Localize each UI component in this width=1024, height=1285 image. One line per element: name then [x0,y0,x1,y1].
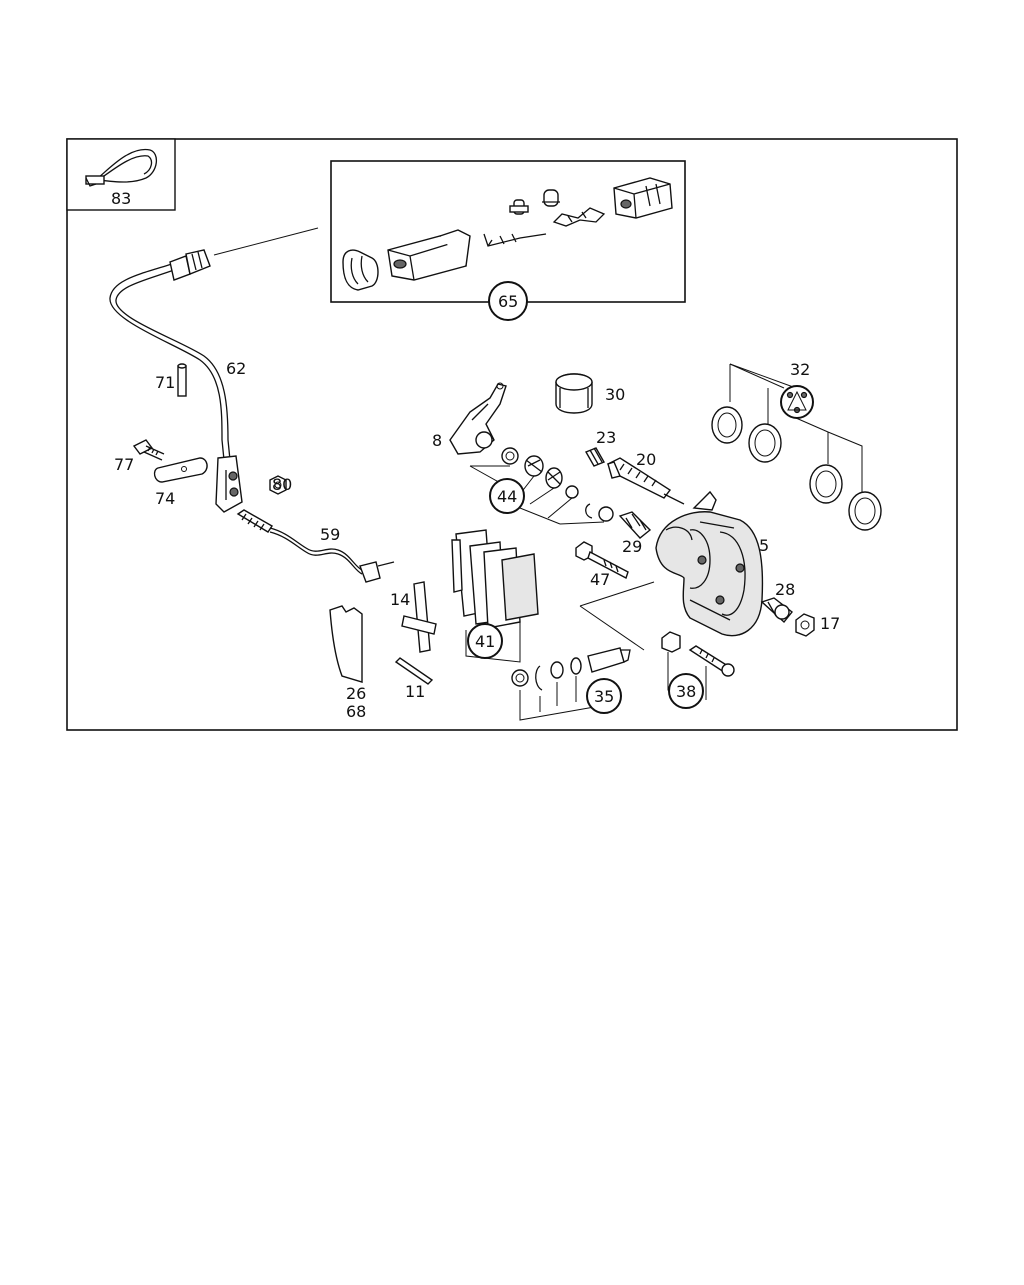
label-62: 62 [226,359,246,378]
guide-bolt-20 [606,457,685,505]
bolt-77 [132,439,165,461]
label-38: 38 [676,682,696,701]
label-8: 8 [432,431,442,450]
label-44: 44 [497,487,517,506]
label-47: 47 [590,570,610,589]
balloon-35 [586,678,622,714]
label-80: 80 [272,475,292,494]
label-71: 71 [155,373,175,392]
label-5: 5 [759,536,769,555]
seal-set-32 [711,363,882,531]
balloon-41 [467,623,503,659]
bleeder-29 [618,511,652,539]
shim-26 [329,605,363,683]
inset-box-83 [66,138,176,211]
bushing-set-44 [469,447,614,525]
label-65: 65 [498,292,518,311]
spring-23 [584,447,606,467]
label-26: 26 [346,684,366,703]
nut-80 [269,475,287,495]
leader-65 [213,227,319,256]
cap-17 [795,613,815,637]
label-74: 74 [155,489,175,508]
pin-71 [177,365,187,397]
bolt-47 [575,541,629,580]
connector-kit-65 [342,177,673,291]
label-35: 35 [594,687,614,706]
caliper-5 [655,490,764,637]
piston-30 [555,373,593,414]
cable-tie-83 [85,148,157,187]
sensor-cable-62 [109,249,243,513]
balloon-38 [668,673,704,709]
label-59: 59 [320,525,340,544]
label-20: 20 [636,450,656,469]
bracket-8 [449,382,507,455]
brake-pads-41 [451,529,539,663]
label-83: 83 [111,189,131,208]
label-30: 30 [605,385,625,404]
label-14: 14 [390,590,410,609]
guide-pin-set-35 [511,581,655,721]
label-77: 77 [114,455,134,474]
wear-sensor-59 [236,509,395,583]
pin-11 [394,657,434,685]
balloon-44 [489,478,525,514]
label-32: 32 [790,360,810,379]
strap-74 [153,457,208,483]
label-17: 17 [820,614,840,633]
bleeder-valve-28 [760,597,793,624]
label-11: 11 [405,682,425,701]
label-41: 41 [475,632,495,651]
spring-clip-14 [401,581,437,653]
balloon-65 [488,281,528,321]
balloon-32-icon [780,385,814,419]
inset-box-65 [330,160,686,303]
label-28: 28 [775,580,795,599]
label-29: 29 [622,537,642,556]
label-68: 68 [346,702,366,721]
label-23: 23 [596,428,616,447]
